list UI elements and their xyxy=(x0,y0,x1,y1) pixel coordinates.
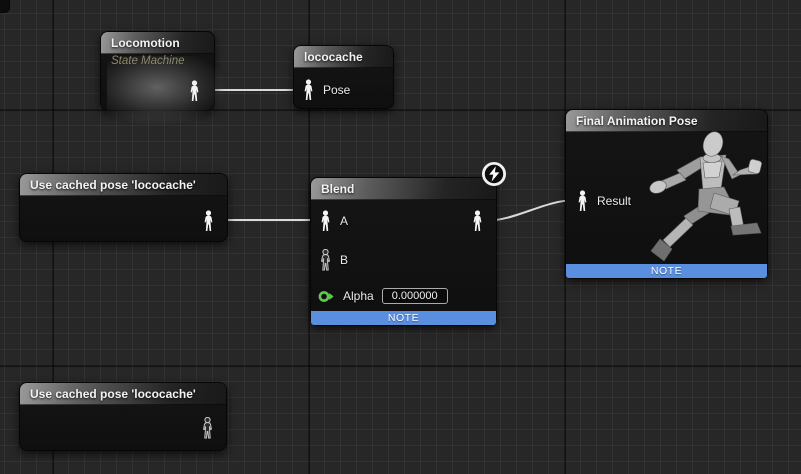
node-header: Use cached pose 'lococache' xyxy=(20,174,227,196)
node-locomotion[interactable]: Locomotion State Machine xyxy=(100,31,227,126)
pose-in-pin-b-icon[interactable] xyxy=(319,249,332,271)
node-title: Locomotion xyxy=(111,36,180,50)
node-header: Use cached pose 'lococache' xyxy=(20,383,226,405)
offscreen-node-fragment xyxy=(0,0,10,13)
node-title: Use cached pose 'lococache' xyxy=(30,178,196,192)
node-title: Use cached pose 'lococache' xyxy=(30,387,196,401)
pose-out-pin-icon[interactable] xyxy=(471,210,484,232)
pose-in-pin-icon[interactable] xyxy=(302,79,315,101)
pin-label-result: Result xyxy=(597,194,632,208)
node-use-cached-pose-bottom[interactable]: Use cached pose 'lococache' xyxy=(19,382,227,451)
node-lococache-header: lococache xyxy=(294,46,393,68)
node-use-cached-pose-top[interactable]: Use cached pose 'lococache' xyxy=(19,173,228,242)
node-blend[interactable]: Blend A B Alpha xyxy=(310,177,497,326)
pin-label-a: A xyxy=(340,214,349,228)
pose-out-pin-icon[interactable] xyxy=(202,210,215,232)
pose-in-pin-a-icon[interactable] xyxy=(319,210,332,232)
node-blend-header: Blend xyxy=(311,178,496,200)
node-subtitle: State Machine xyxy=(111,55,185,67)
node-header: Final Animation Pose xyxy=(566,110,767,132)
alpha-value-input[interactable] xyxy=(381,288,448,304)
running-mannequin-image xyxy=(649,131,762,262)
node-final-animation-pose[interactable]: Final Animation Pose xyxy=(565,109,768,279)
pin-label-b: B xyxy=(340,253,349,267)
node-lococache[interactable]: lococache Pose xyxy=(293,45,394,109)
alpha-float-pin-icon[interactable] xyxy=(317,289,335,304)
fast-path-lightning-icon xyxy=(481,161,507,187)
node-title: Final Animation Pose xyxy=(576,114,698,128)
note-label: NOTE xyxy=(650,265,683,277)
final-pose-note-bar[interactable]: NOTE xyxy=(566,264,767,278)
node-locomotion-header: Locomotion xyxy=(101,32,214,54)
pose-out-pin-icon[interactable] xyxy=(188,80,201,102)
node-title: Blend xyxy=(321,182,355,196)
blend-note-bar[interactable]: NOTE xyxy=(311,311,496,325)
pose-out-pin-icon[interactable] xyxy=(201,417,214,439)
pin-label-alpha: Alpha xyxy=(343,289,374,303)
note-label: NOTE xyxy=(387,312,420,324)
node-title: lococache xyxy=(304,50,363,64)
wire-blend-to-result[interactable] xyxy=(483,199,577,222)
pin-label-pose: Pose xyxy=(323,83,351,97)
result-in-pin-icon[interactable] xyxy=(576,190,589,212)
